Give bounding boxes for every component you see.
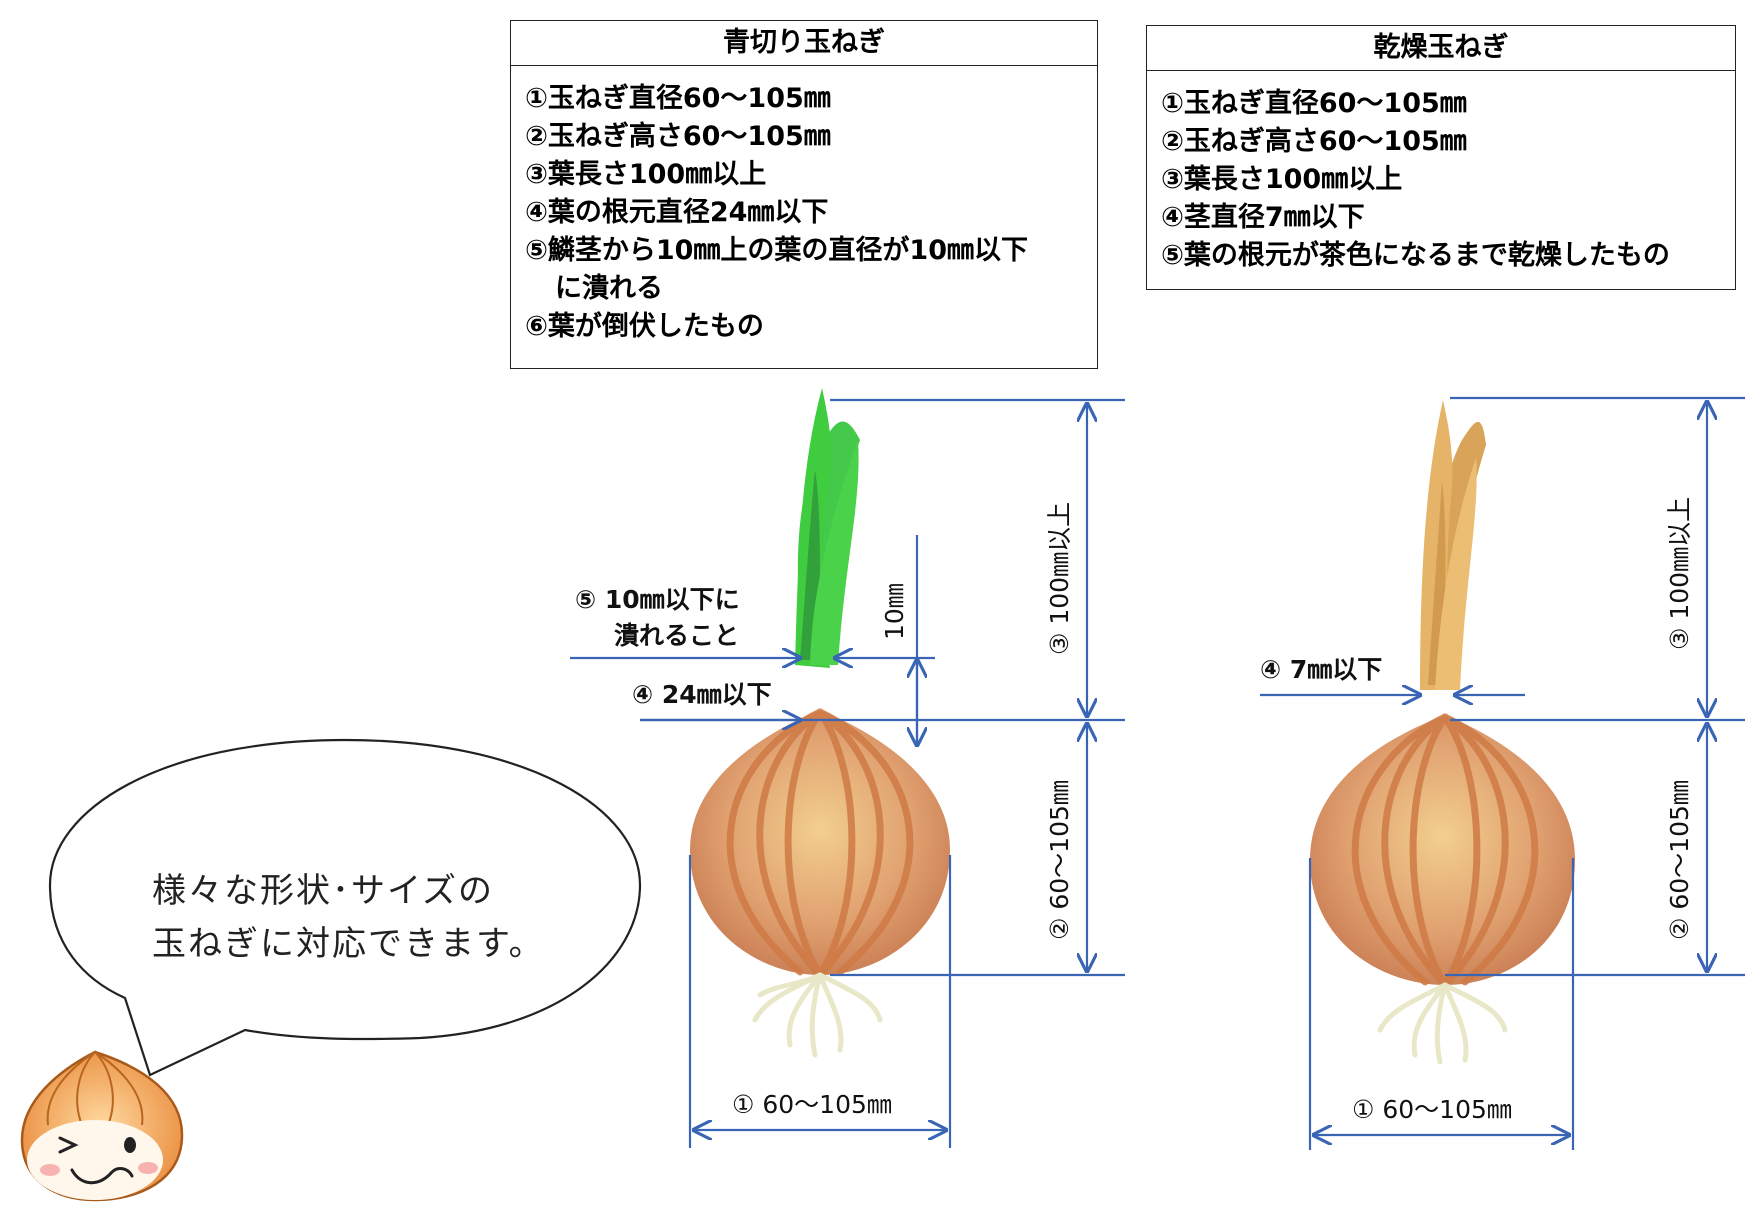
green-onion-spec-list: ①玉ねぎ直径60～105㎜ ②玉ねぎ高さ60～105㎜ ③葉長さ100㎜以上 ④… xyxy=(511,66,1097,354)
spec-item: ⑥葉が倒伏したもの xyxy=(525,311,764,342)
dried-onion-spec-list: ①玉ねぎ直径60～105㎜ ②玉ねぎ高さ60～105㎜ ③葉長さ100㎜以上 ④… xyxy=(1147,71,1735,283)
green-height-label: ② 60～105㎜ xyxy=(1045,780,1074,940)
green-crush-label-1: ⑤ 10㎜以下に xyxy=(575,585,740,614)
dried-diameter-label: ① 60～105㎜ xyxy=(1352,1095,1512,1124)
dried-leaf-length-label: ③ 100㎜以上 xyxy=(1665,497,1694,650)
green-crush-label-2: 潰れること xyxy=(614,621,739,650)
mascot-mouth xyxy=(70,1167,134,1185)
dried-height-label: ② 60～105㎜ xyxy=(1665,780,1694,940)
dried-onion-illustration xyxy=(1310,400,1575,1065)
spec-item: ④葉の根元直径24㎜以下 xyxy=(525,197,829,228)
spec-item: ④茎直径7㎜以下 xyxy=(1161,202,1365,233)
spec-item-continuation: に潰れる xyxy=(555,273,663,304)
spec-item: ②玉ねぎ高さ60～105㎜ xyxy=(525,121,831,152)
spec-item: ③葉長さ100㎜以上 xyxy=(1161,164,1403,195)
dried-stem-label: ④ 7㎜以下 xyxy=(1260,655,1382,684)
spec-item: ③葉長さ100㎜以上 xyxy=(525,159,767,190)
dried-onion-spec-box: 乾燥玉ねぎ ①玉ねぎ直径60～105㎜ ②玉ねぎ高さ60～105㎜ ③葉長さ10… xyxy=(1146,25,1736,290)
bubble-text-line2: 玉ねぎに対応できます。 xyxy=(152,924,545,964)
speech-bubble xyxy=(48,738,642,1077)
green-diameter-label: ① 60～105㎜ xyxy=(732,1090,892,1119)
green-10mm-label: 10㎜ xyxy=(880,583,909,640)
mascot-eye xyxy=(124,1137,136,1153)
green-leaf-front xyxy=(810,440,859,665)
green-dimension-lines xyxy=(570,398,1125,1148)
dried-roots xyxy=(1377,982,1508,1065)
dried-leaf-front xyxy=(1435,458,1477,690)
green-roots xyxy=(752,972,883,1058)
mascot-wink-eye xyxy=(58,1136,79,1154)
green-bulb xyxy=(690,710,950,975)
green-base-label: ④ 24㎜以下 xyxy=(632,680,772,709)
spec-item: ⑤葉の根元が茶色になるまで乾燥したもの xyxy=(1161,240,1670,271)
dried-onion-spec-title: 乾燥玉ねぎ xyxy=(1147,26,1735,71)
green-bulb-stripes xyxy=(726,708,914,979)
green-onion-illustration xyxy=(690,388,950,1058)
green-onion-spec-box: 青切り玉ねぎ ①玉ねぎ直径60～105㎜ ②玉ねぎ高さ60～105㎜ ③葉長さ1… xyxy=(510,20,1098,369)
green-leaf-length-label: ③ 100㎜以上 xyxy=(1045,502,1074,655)
dried-dimension-lines xyxy=(1260,396,1745,1150)
green-onion-spec-title: 青切り玉ねぎ xyxy=(511,21,1097,66)
onion-mascot xyxy=(20,1050,184,1202)
bubble-text-line1: 様々な形状･サイズの xyxy=(152,871,494,911)
spec-item: ①玉ねぎ直径60～105㎜ xyxy=(1161,88,1467,119)
spec-item: ⑤鱗茎から10㎜上の葉の直径が10㎜以下 xyxy=(525,235,1029,266)
spec-item: ②玉ねぎ高さ60～105㎜ xyxy=(1161,126,1467,157)
dried-bulb-stripes xyxy=(1351,713,1539,989)
spec-item: ①玉ねぎ直径60～105㎜ xyxy=(525,83,831,114)
